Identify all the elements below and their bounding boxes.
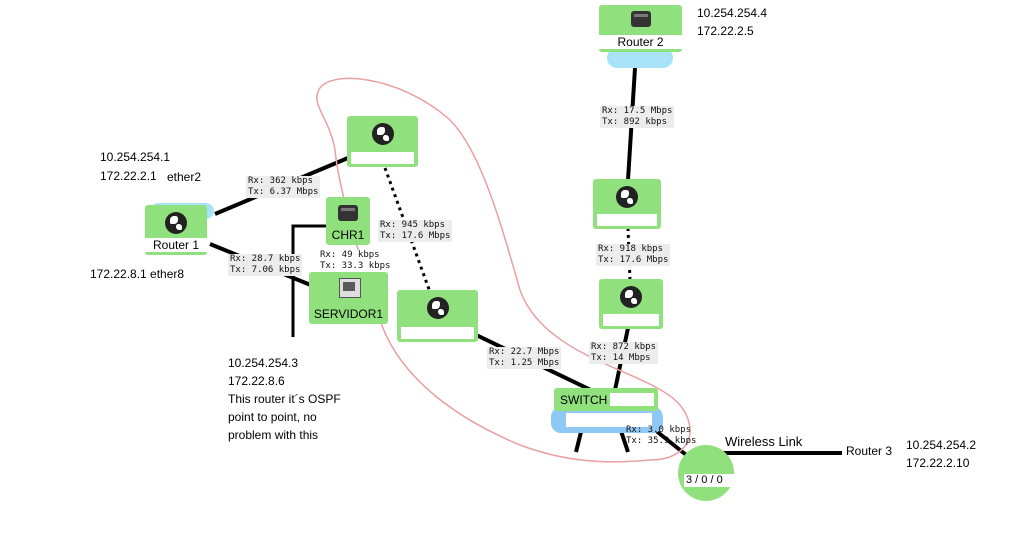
cloud-node-middle-label: [401, 327, 474, 339]
switch-node[interactable]: SWITCH: [554, 388, 658, 411]
servidor1-label: SERVIDOR1: [313, 307, 384, 321]
link-chr1[interactable]: [291, 224, 330, 337]
chr1-label: CHR1: [331, 228, 365, 242]
router2-node[interactable]: Router 2: [599, 5, 682, 52]
router3-loopback: 10.254.254.2: [906, 438, 977, 452]
globe-icon: [620, 286, 642, 308]
router2-loopback: 10.254.254.4: [697, 6, 768, 20]
router1-ether8: 172.22.8.1 ether8: [90, 267, 185, 281]
switch-port-box: [566, 413, 652, 427]
cloud-node-right-top[interactable]: [593, 179, 661, 229]
globe-icon: [371, 123, 394, 145]
cloud-node-right-low-label: [603, 314, 659, 326]
router-box-icon: [338, 205, 358, 221]
switch-label-box: [610, 393, 654, 406]
cloud-icon: [607, 48, 673, 68]
router1-loopback: 10.254.254.1: [100, 150, 171, 164]
chr1-loopback: 10.254.254.3: [228, 356, 299, 370]
chr1-note: point to point, no: [228, 410, 317, 424]
router1-net: 172.22.2.1: [100, 169, 157, 183]
router1-label: Router 1: [145, 238, 207, 252]
globe-icon: [616, 186, 638, 208]
globe-icon: [165, 212, 187, 234]
highlight-outline: [316, 77, 691, 463]
router-box-icon: [630, 11, 651, 27]
router1-ether2: ether2: [167, 170, 202, 184]
chr1-net: 172.22.8.6: [228, 374, 285, 388]
servidor1-node[interactable]: SERVIDOR1: [309, 272, 388, 324]
wireless-link-label: Wireless Link: [725, 434, 803, 449]
router2-label: Router 2: [599, 35, 682, 49]
wireless-node[interactable]: 3 / 0 / 0: [678, 445, 738, 501]
chr1-note: This router it´s OSPF: [228, 392, 341, 406]
router3-label: Router 3: [846, 444, 893, 458]
router1-node[interactable]: Router 1: [145, 205, 207, 255]
chr1-node[interactable]: CHR1: [326, 197, 370, 245]
router3-net: 172.22.2.10: [906, 456, 970, 470]
chr1-note: problem with this: [228, 428, 319, 442]
cloud-node-top-label: [351, 152, 414, 164]
cloud-node-top[interactable]: [347, 116, 418, 167]
globe-icon: [426, 297, 449, 319]
wireless-counter: 3 / 0 / 0: [684, 474, 738, 487]
switch-label: SWITCH: [560, 393, 608, 407]
cloud-node-middle[interactable]: [397, 290, 478, 342]
link-cloudright-cloudlow[interactable]: [626, 227, 632, 281]
cloud-node-right-low[interactable]: [599, 279, 663, 329]
router2-net: 172.22.2.5: [697, 24, 754, 38]
cloud-node-right-top-label: [597, 214, 657, 226]
server-pc-icon: [338, 278, 361, 298]
